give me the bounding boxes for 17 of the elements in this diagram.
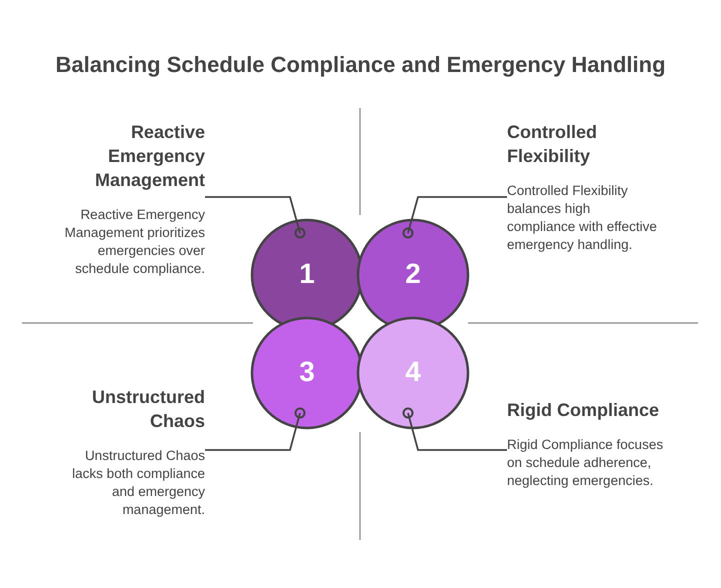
quadrant-heading: Rigid Compliance <box>507 399 660 422</box>
leader-line <box>402 196 507 238</box>
title: Balancing Schedule Compliance and Emergency Handling <box>54 52 667 78</box>
leader-line <box>205 196 306 238</box>
quadrant-heading: Unstructured Chaos <box>90 386 205 433</box>
quadrant-description: Reactive Emergency Management prioritizes emergencies over schedule compliance. <box>64 206 205 278</box>
quadrant-heading: Controlled Flexibility <box>507 121 598 168</box>
number-label: 3 <box>298 356 316 388</box>
number-label: 2 <box>404 258 422 290</box>
leader-line <box>205 408 306 451</box>
quadrant-description: Controlled Flexibility balances high compliance with effective emergency handling. <box>507 182 657 254</box>
quadrant-description: Unstructured Chaos lacks both compliance and emergency management. <box>71 447 205 519</box>
quadrant-heading: Reactive Emergency Management <box>94 121 205 192</box>
leader-line <box>402 408 507 451</box>
quadrant-description: Rigid Compliance focuses on schedule adherence, neglecting emergencies. <box>507 436 664 490</box>
number-label: 4 <box>404 356 422 388</box>
number-label: 1 <box>298 258 316 290</box>
